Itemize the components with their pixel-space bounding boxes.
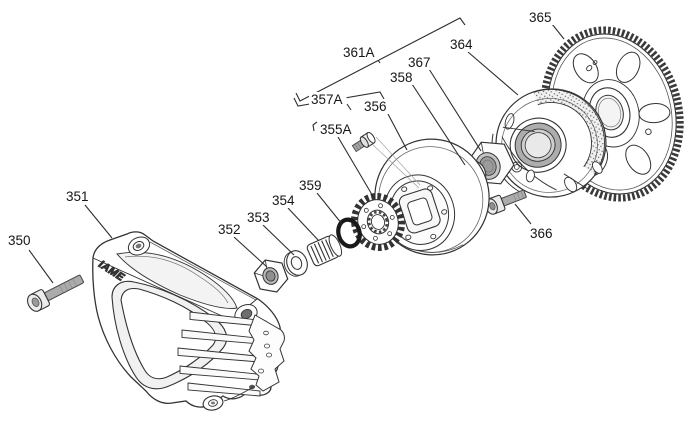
part-label-359: 359 bbox=[299, 178, 322, 193]
part-351-cover: IAME bbox=[92, 231, 285, 411]
label-bg-350 bbox=[6, 233, 36, 248]
label-bg-359 bbox=[297, 178, 327, 193]
part-364-clutch-shoe bbox=[491, 88, 607, 198]
flange-holes bbox=[257, 330, 272, 374]
leader-line-355A bbox=[312, 121, 318, 132]
label-bg-351 bbox=[64, 189, 94, 204]
leader-line-366 bbox=[514, 203, 532, 225]
cover-flange bbox=[248, 314, 285, 392]
label-bg-356 bbox=[362, 99, 392, 114]
part-356-clutch-drum bbox=[374, 138, 490, 256]
leader-line-356 bbox=[387, 113, 408, 151]
leader-line-355A bbox=[337, 136, 375, 199]
leader-line-359 bbox=[316, 192, 343, 225]
part-350-bolt bbox=[27, 274, 84, 312]
leader-line-364 bbox=[467, 51, 519, 96]
label-bg-365 bbox=[527, 10, 557, 25]
part-label-358: 358 bbox=[390, 70, 413, 85]
label-bg-352 bbox=[216, 222, 246, 237]
part-label-356: 356 bbox=[364, 99, 387, 114]
leader-line-365 bbox=[551, 23, 565, 40]
leader-line-367 bbox=[428, 68, 482, 152]
leader-line-354 bbox=[287, 207, 320, 242]
label-bg-353 bbox=[245, 210, 275, 225]
part-label-355A: 355A bbox=[320, 122, 352, 137]
label-bg-364 bbox=[448, 37, 478, 52]
part-354-needle-bearing bbox=[306, 234, 343, 267]
part-label-365: 365 bbox=[529, 10, 552, 25]
part-label-366: 366 bbox=[530, 226, 553, 241]
projection-lines-355A bbox=[371, 136, 421, 189]
part-label-364: 364 bbox=[450, 37, 473, 52]
part-label-352: 352 bbox=[218, 222, 241, 237]
label-bg-361A bbox=[341, 45, 379, 60]
label-bg-367 bbox=[406, 55, 436, 70]
part-359-oring bbox=[336, 217, 362, 249]
part-label-353: 353 bbox=[247, 210, 270, 225]
leader-line-358 bbox=[411, 83, 466, 166]
leader-line-350 bbox=[28, 249, 54, 284]
label-bg-357A bbox=[309, 92, 347, 107]
cover-top-recess bbox=[116, 251, 238, 309]
label-bg-366 bbox=[528, 226, 558, 241]
label-bg-355A bbox=[318, 122, 356, 137]
label-bg-354 bbox=[270, 193, 300, 208]
leader-line-353 bbox=[262, 224, 295, 256]
sprocket-holes bbox=[361, 203, 395, 241]
leader-line-357A bbox=[346, 103, 352, 111]
part-label-350: 350 bbox=[8, 233, 31, 248]
part-label-351: 351 bbox=[66, 189, 89, 204]
leader-line-351 bbox=[84, 204, 113, 239]
part-label-354: 354 bbox=[272, 193, 295, 208]
leader-line-361A bbox=[295, 17, 466, 102]
leader-line-352 bbox=[233, 236, 268, 268]
part-353-washer bbox=[283, 250, 308, 277]
part-label-367: 367 bbox=[408, 55, 431, 70]
part-352-nut bbox=[253, 259, 289, 293]
part-355A-screw bbox=[351, 131, 376, 153]
part-label-357A: 357A bbox=[311, 92, 343, 107]
cover-ribs bbox=[177, 311, 267, 397]
label-bg-358 bbox=[388, 70, 418, 85]
part-label-361A: 361A bbox=[343, 45, 375, 60]
